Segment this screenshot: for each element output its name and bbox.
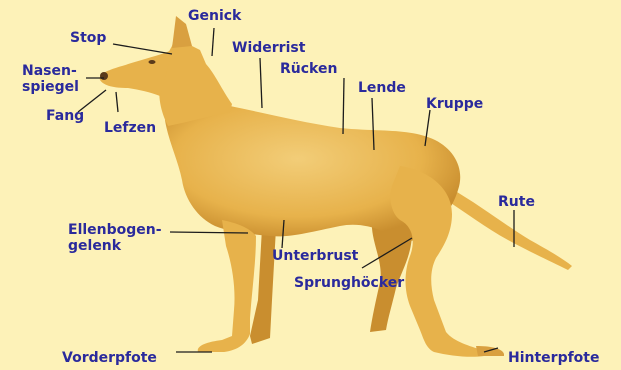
label-unterbrust: Unterbrust	[272, 248, 358, 264]
label-fang: Fang	[46, 108, 84, 124]
label-sprunghoecker: Sprunghöcker	[294, 275, 404, 291]
label-vorderpfote: Vorderpfote	[62, 350, 157, 366]
label-nasenspiegel-line2: spiegel	[22, 79, 79, 95]
label-ruecken: Rücken	[280, 61, 337, 77]
label-widerrist: Widerrist	[232, 40, 305, 56]
hind-paw	[476, 346, 504, 356]
dog-muzzle	[100, 50, 172, 96]
label-kruppe: Kruppe	[426, 96, 483, 112]
label-rute: Rute	[498, 194, 535, 210]
label-hinterpfote: Hinterpfote	[508, 350, 600, 366]
label-lefzen: Lefzen	[104, 120, 156, 136]
label-ellenbogengelenk-line1: Ellenbogen-	[68, 222, 162, 238]
dog-eye	[149, 60, 156, 64]
dog-nose	[100, 72, 108, 80]
label-genick: Genick	[188, 8, 241, 24]
label-stop: Stop	[70, 30, 106, 46]
dog-neck-head	[159, 22, 232, 126]
label-lende: Lende	[358, 80, 406, 96]
label-nasenspiegel-line1: Nasen-	[22, 63, 77, 79]
label-ellenbogengelenk-line2: gelenk	[68, 238, 121, 254]
near-front-leg	[198, 220, 256, 352]
